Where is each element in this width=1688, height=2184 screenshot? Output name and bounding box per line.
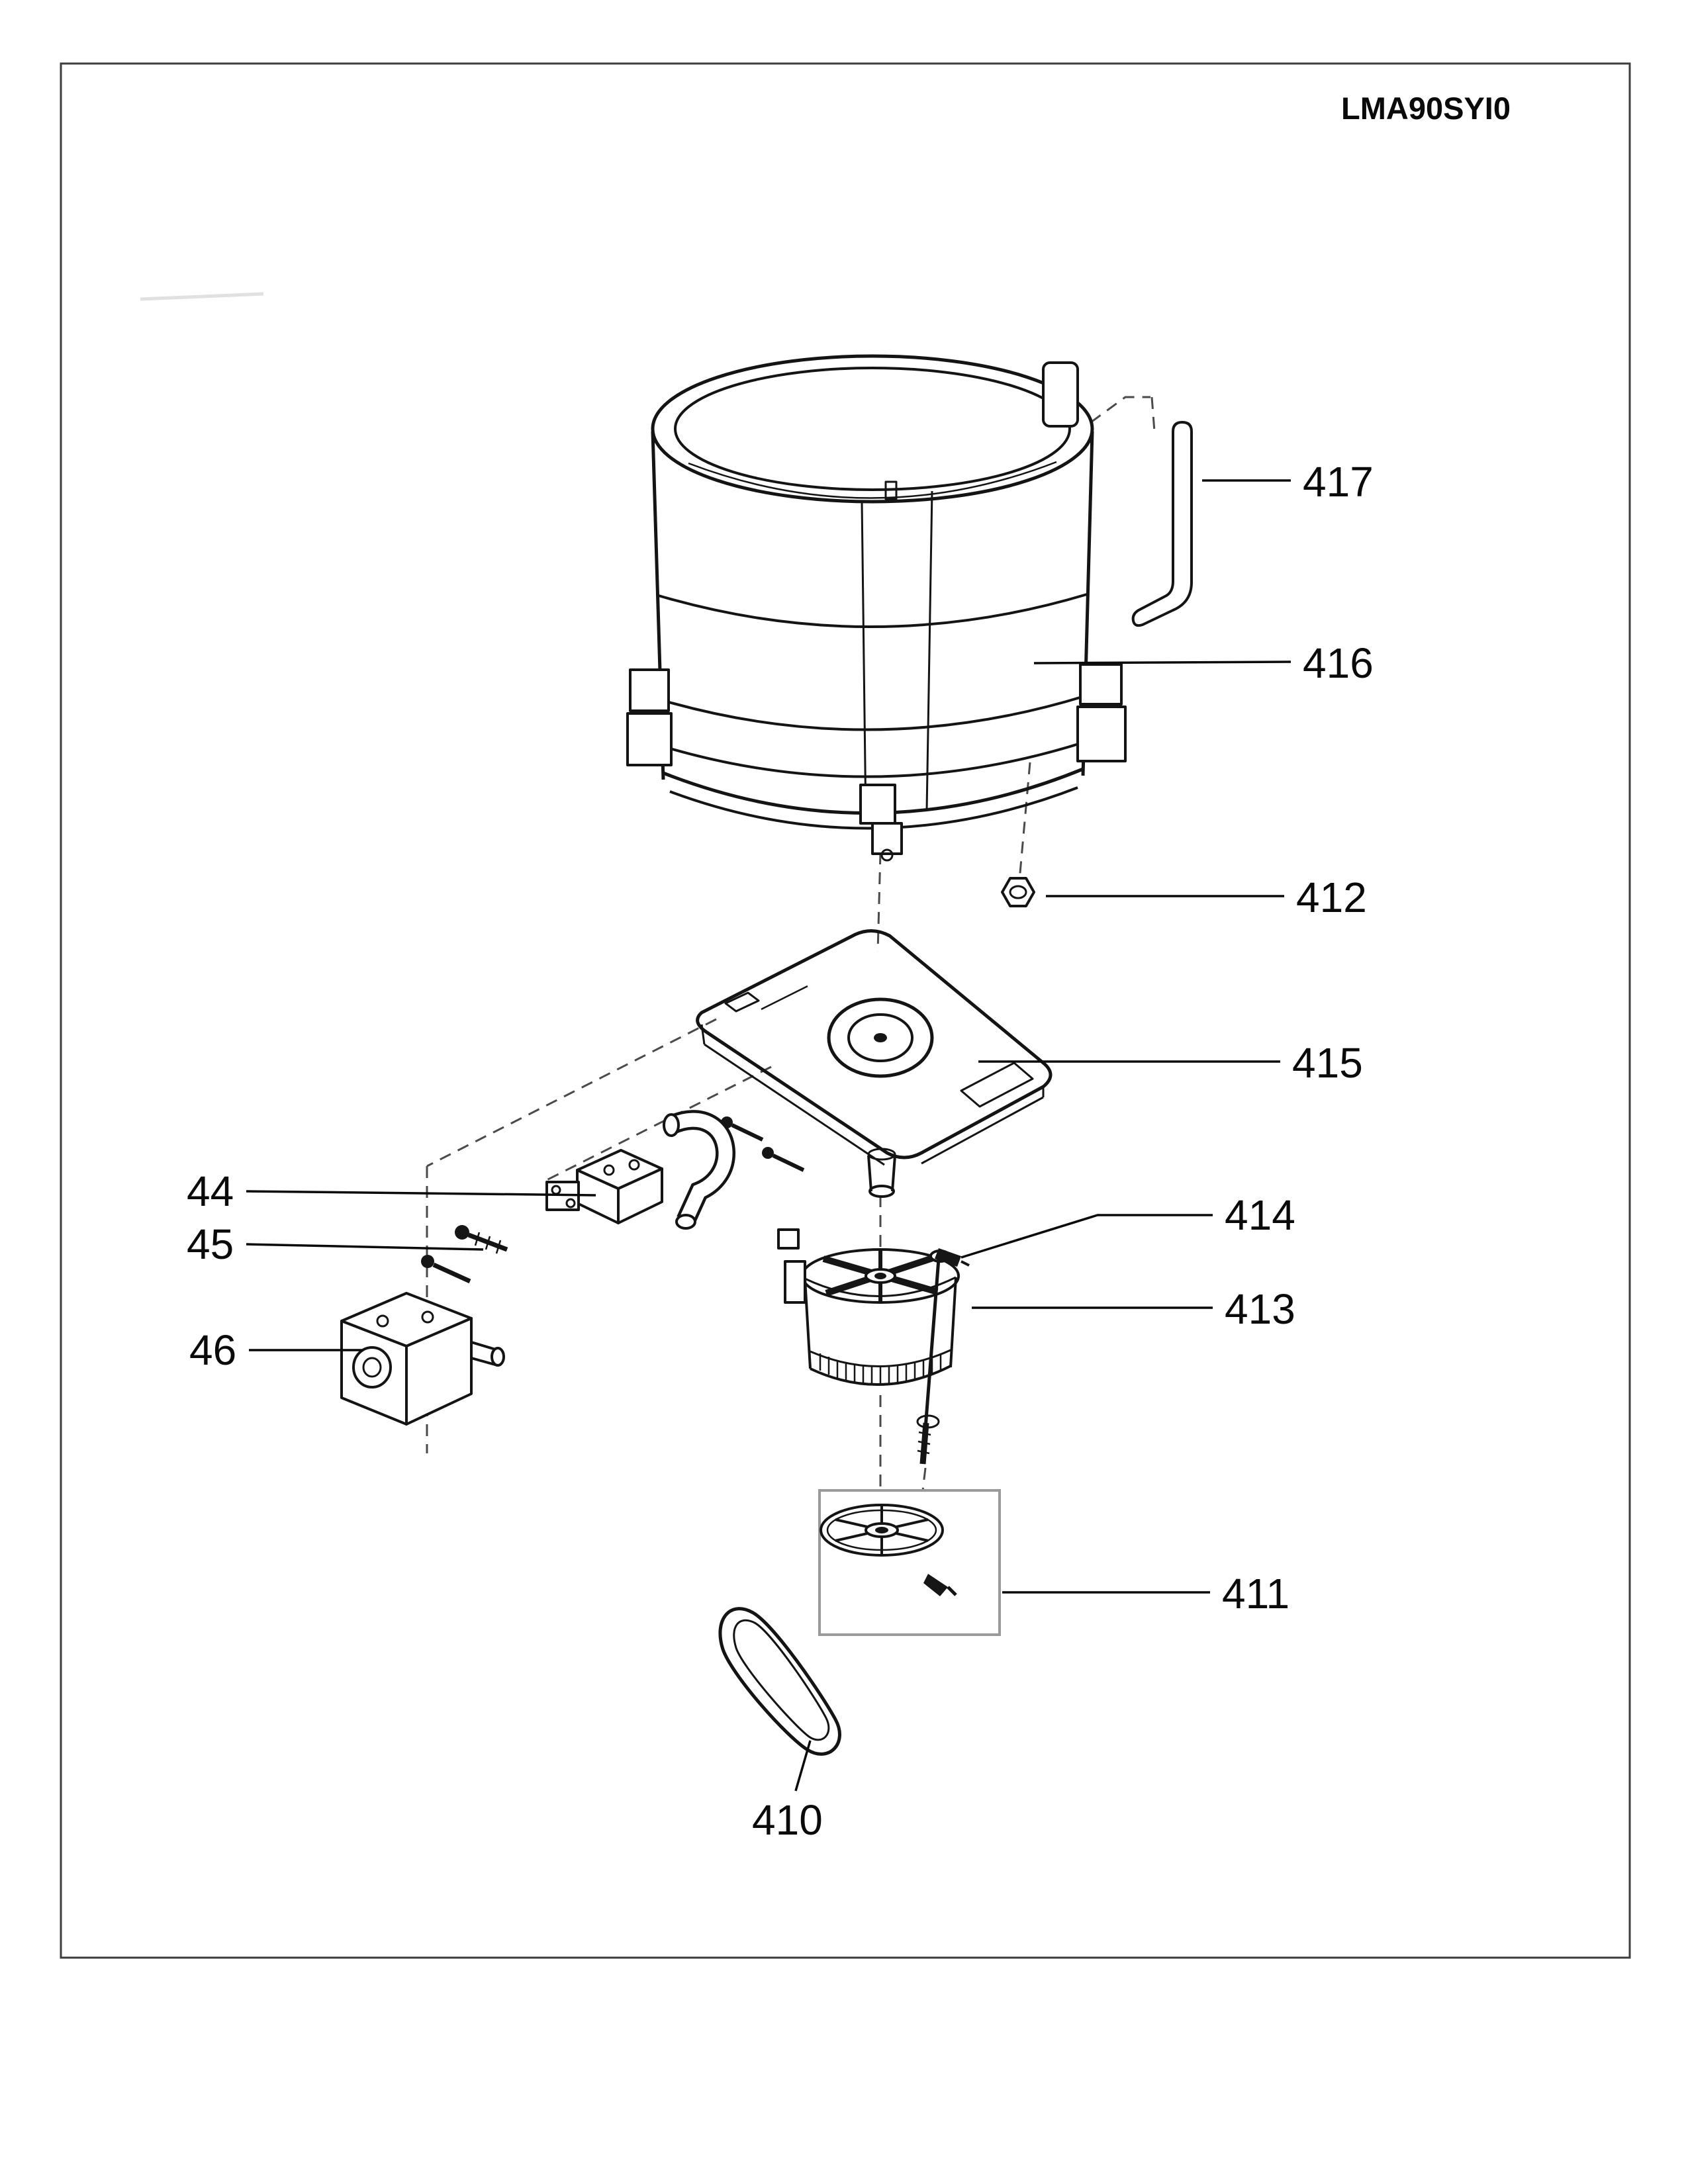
part-number-415: 415 <box>1292 1039 1363 1087</box>
tub-assembly-drawing <box>626 354 1127 862</box>
part-number-46: 46 <box>189 1326 236 1374</box>
part-number-44: 44 <box>187 1167 234 1215</box>
screw-45-drawing <box>421 1225 508 1284</box>
callout-411: 411 <box>1002 1570 1289 1617</box>
motor-drawing <box>777 1228 960 1465</box>
page-border <box>60 62 1631 1959</box>
model-code-label: LMA90SYI0 <box>1341 91 1511 126</box>
part-number-410: 410 <box>752 1796 823 1844</box>
pulley-kit-drawing <box>818 1489 1001 1636</box>
scan-artifact <box>140 292 264 301</box>
callout-417: 417 <box>1202 458 1374 506</box>
inlet-valve-drawing <box>545 1110 735 1230</box>
callout-413: 413 <box>972 1285 1295 1333</box>
leader-line-416 <box>1033 660 1291 664</box>
pump-drawing <box>340 1292 505 1426</box>
kit-boundary-box <box>818 1489 1001 1636</box>
callout-412: 412 <box>1046 874 1367 921</box>
callout-45: 45 <box>187 1220 484 1268</box>
leader-line-45 <box>246 1243 484 1251</box>
callout-416: 416 <box>1033 639 1374 687</box>
gearcase-drawing <box>696 929 1053 1198</box>
part-number-414: 414 <box>1225 1191 1295 1239</box>
part-number-411: 411 <box>1222 1570 1289 1617</box>
hose-bracket-drawing <box>1131 421 1193 627</box>
callout-415: 415 <box>978 1039 1363 1087</box>
part-number-412: 412 <box>1296 874 1367 921</box>
screw-414-drawing <box>935 1248 970 1267</box>
part-number-416: 416 <box>1303 639 1374 687</box>
callout-44: 44 <box>187 1167 596 1215</box>
part-number-45: 45 <box>187 1220 234 1268</box>
callout-410: 410 <box>752 1740 823 1844</box>
callout-46: 46 <box>189 1326 363 1374</box>
leader-line-410 <box>794 1740 812 1792</box>
callouts: 417 416 412 415 44 45 <box>187 458 1374 1844</box>
leader-line-414 <box>961 1214 1213 1259</box>
callout-414: 414 <box>961 1191 1295 1259</box>
assembly-guide-lines <box>426 396 1156 1491</box>
drive-belt-drawing <box>718 1607 841 1756</box>
part-number-413: 413 <box>1225 1285 1295 1333</box>
part-number-417: 417 <box>1303 458 1374 506</box>
leader-line-44 <box>246 1190 596 1197</box>
nut-drawing <box>1001 877 1035 907</box>
